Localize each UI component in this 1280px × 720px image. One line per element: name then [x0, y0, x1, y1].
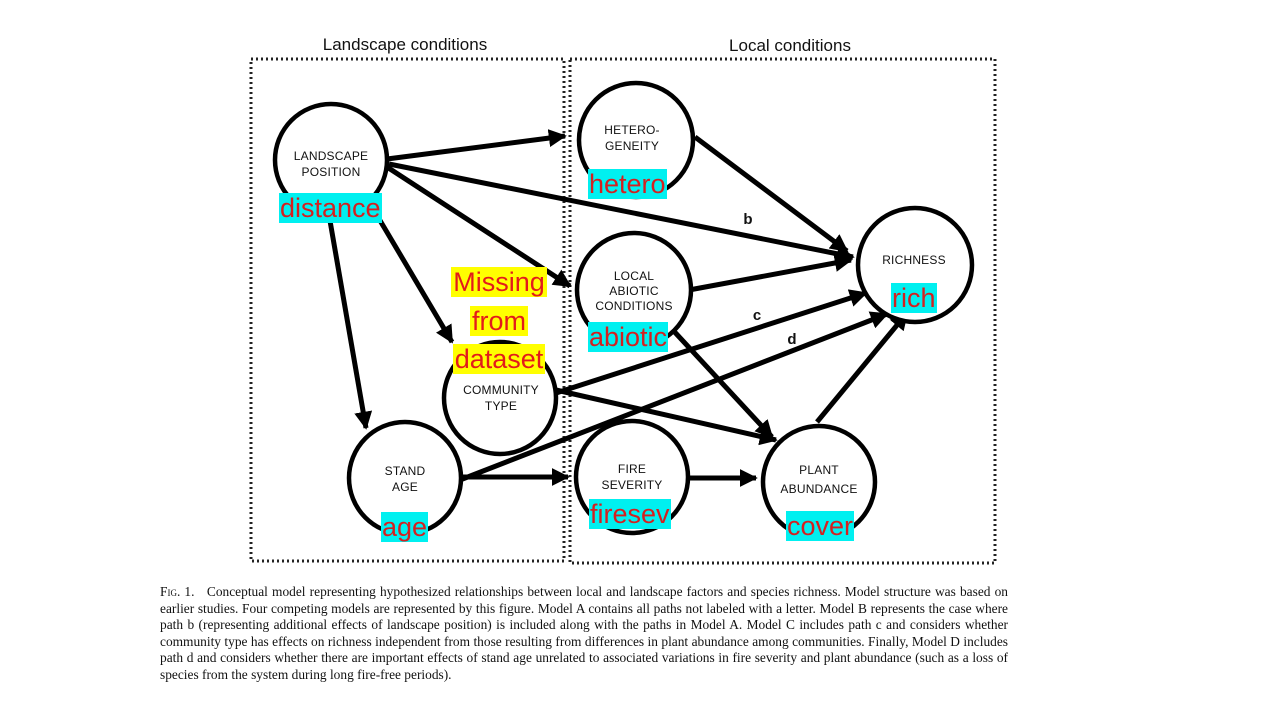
arrow-community-to-richness-c — [552, 289, 868, 397]
svg-text:PLANT: PLANT — [799, 463, 839, 477]
node-local-abiotic: LOCAL ABIOTIC CONDITIONS — [574, 230, 694, 350]
tag-hetero: hetero — [588, 169, 667, 199]
tag-abiotic: abiotic — [588, 322, 669, 352]
missing-note-line-2: from — [470, 305, 528, 336]
landscape-conditions-title: Landscape conditions — [323, 35, 487, 54]
svg-text:LANDSCAPE: LANDSCAPE — [294, 149, 369, 163]
caption-label: Fig. 1. — [160, 584, 195, 599]
arrow-landscape-to-heterogeneity — [386, 129, 567, 162]
arrow-landscape-to-standage — [326, 214, 373, 430]
svg-text:LOCAL: LOCAL — [614, 269, 654, 283]
arrow-abiotic-to-richness — [688, 254, 853, 293]
arrow-heterogeneity-to-richness — [693, 135, 849, 253]
node-stand-age: STAND AGE — [346, 419, 464, 537]
svg-text:POSITION: POSITION — [302, 165, 361, 179]
svg-text:FIRE: FIRE — [618, 462, 646, 476]
arrow-landscape-to-abiotic — [385, 164, 572, 289]
tag-distance: distance — [279, 193, 382, 223]
path-label-c: c — [753, 307, 761, 324]
path-label-b: b — [743, 211, 752, 228]
svg-text:HETERO-: HETERO- — [604, 123, 659, 137]
arrow-abiotic-to-abundance — [668, 325, 774, 439]
svg-text:AGE: AGE — [392, 480, 418, 494]
landscape-conditions-box — [249, 57, 566, 563]
svg-text:ABIOTIC: ABIOTIC — [609, 284, 659, 298]
svg-text:CONDITIONS: CONDITIONS — [595, 299, 672, 313]
svg-text:STAND: STAND — [385, 464, 426, 478]
svg-text:COMMUNITY: COMMUNITY — [463, 383, 539, 397]
figure-caption: Fig. 1. Conceptual model representing hy… — [160, 584, 1008, 684]
node-richness: RICHNESS — [855, 205, 975, 325]
node-heterogeneity: HETERO- GENEITY — [576, 80, 696, 200]
svg-text:TYPE: TYPE — [485, 399, 517, 413]
arrow-community-to-abundance — [555, 387, 778, 446]
tag-firesev: firesev — [589, 499, 671, 529]
svg-text:ABUNDANCE: ABUNDANCE — [780, 482, 857, 496]
missing-note-line-1: Missing — [451, 267, 547, 297]
node-plant-abundance: PLANT ABUNDANCE — [760, 423, 878, 541]
local-conditions-title: Local conditions — [729, 36, 851, 55]
path-label-d: d — [787, 331, 796, 348]
missing-note-line-3: dataset — [452, 344, 546, 374]
svg-text:GENEITY: GENEITY — [605, 139, 659, 153]
tag-rich: rich — [891, 283, 937, 313]
arrows — [326, 129, 909, 487]
arrow-landscape-to-community — [372, 210, 455, 344]
tag-age: age — [381, 512, 429, 542]
arrow-landscape-to-richness-b — [388, 161, 855, 263]
missing-from-dataset-note: Missing from dataset — [447, 263, 551, 379]
caption-text: Conceptual model representing hypothesiz… — [160, 584, 1008, 682]
arrow-abundance-to-richness — [815, 311, 909, 424]
svg-text:SEVERITY: SEVERITY — [602, 478, 663, 492]
tag-cover: cover — [786, 511, 855, 541]
local-conditions-box — [568, 57, 997, 565]
svg-text:RICHNESS: RICHNESS — [882, 253, 946, 267]
arrow-standage-to-richness-d — [459, 311, 889, 483]
